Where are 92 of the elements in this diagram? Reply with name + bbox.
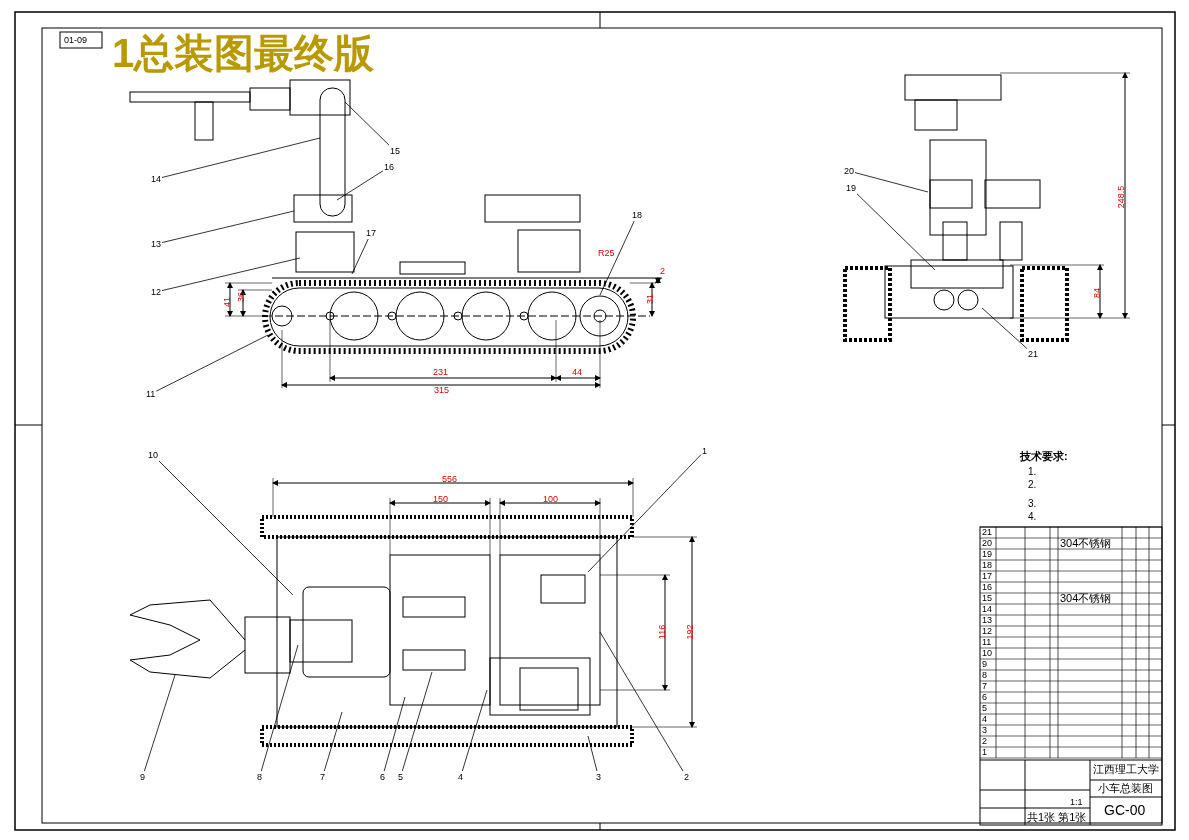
leader-line (323, 711, 343, 772)
table-cell: 3 (982, 725, 987, 736)
table-cell: 5 (982, 703, 987, 714)
callout-number: 7 (320, 772, 325, 782)
dimension-value: 31 (645, 294, 655, 304)
leader-line (587, 454, 702, 573)
leader-line (161, 257, 301, 291)
callout-number: 18 (632, 210, 642, 220)
dimension-value: 192 (684, 624, 695, 640)
callout-number: 8 (257, 772, 262, 782)
leader-line (155, 334, 269, 392)
scale-value: 1:1 (1070, 797, 1083, 807)
dimension-value: 150 (433, 494, 449, 504)
leader-line (587, 735, 598, 772)
callout-number: 4 (458, 772, 463, 782)
drawing-number: 01-09 (64, 35, 88, 45)
callout-number: 21 (1028, 349, 1038, 359)
table-cell: 19 (982, 549, 992, 560)
table-cell: 304不锈钢 (1060, 538, 1112, 549)
leader-line (461, 689, 488, 772)
note-number: 4. (1028, 511, 1037, 522)
leader-line (161, 210, 295, 243)
leader-line (351, 238, 369, 275)
dimension-value: 2 (660, 266, 665, 276)
table-cell: 21 (982, 527, 992, 538)
leader-line (854, 172, 929, 193)
table-cell: 17 (982, 571, 992, 582)
table-cell: 4 (982, 714, 987, 725)
leader-line (161, 137, 321, 178)
leader-line (599, 220, 635, 296)
leader-line (144, 674, 176, 772)
table-cell: 9 (982, 659, 987, 670)
sheet-count: 共1张 第1张 (1027, 812, 1087, 823)
leader-line (981, 307, 1028, 349)
callout-number: 15 (390, 146, 400, 156)
leader-line (336, 170, 384, 201)
callout-number: 9 (140, 772, 145, 782)
callout-number: 2 (684, 772, 689, 782)
note-number: 3. (1028, 498, 1037, 509)
dimension-value: 248.5 (1116, 185, 1127, 209)
table-cell: 13 (982, 615, 992, 626)
note-number: 2. (1028, 479, 1037, 490)
school-name: 江西理工大学 (1093, 764, 1159, 775)
leader-line (599, 631, 684, 772)
table-cell: 11 (982, 637, 992, 648)
leader-line (856, 193, 936, 271)
drawing-name: 小车总装图 (1098, 783, 1153, 794)
callout-number: 12 (151, 287, 161, 297)
callout-number: 17 (366, 228, 376, 238)
drawing-code: GC-00 (1104, 802, 1146, 818)
dimension-value: R25 (598, 248, 615, 258)
callout-number: 16 (384, 162, 394, 172)
callout-number: 3 (596, 772, 601, 782)
dimension-value: 84 (1092, 288, 1102, 298)
leader-line (383, 696, 406, 772)
table-cell: 8 (982, 670, 987, 681)
table-cell: 20 (982, 538, 992, 549)
dimension-value: 556 (442, 474, 458, 484)
callout-number: 19 (846, 183, 856, 193)
table-cell: 14 (982, 604, 992, 615)
dimension-value: 36 (236, 292, 246, 302)
table-cell: 12 (982, 626, 992, 637)
table-cell: 15 (982, 593, 992, 604)
table-cell: 2 (982, 736, 987, 747)
dimension-value: 116 (657, 624, 668, 640)
dimension-value: 231 (433, 367, 449, 377)
note-number: 1. (1028, 466, 1037, 477)
table-cell: 6 (982, 692, 987, 703)
dimension-value: 41 (222, 297, 232, 307)
drawing-title: 1总装图最终版 (112, 31, 375, 75)
callout-number: 20 (844, 166, 854, 176)
table-cell: 1 (982, 747, 987, 758)
leader-line (344, 101, 390, 146)
callout-number: 13 (151, 239, 161, 249)
table-cell: 16 (982, 582, 992, 593)
table-cell: 10 (982, 648, 992, 659)
table-cell: 18 (982, 560, 992, 571)
dimension-value: 315 (434, 385, 450, 395)
dimension-value: 100 (543, 494, 559, 504)
callout-number: 6 (380, 772, 385, 782)
callout-number: 1 (702, 446, 707, 456)
table-cell: 7 (982, 681, 987, 692)
callout-number: 11 (146, 389, 156, 399)
dimension-value: 44 (572, 367, 582, 377)
leader-line (260, 644, 299, 772)
leader-line (158, 460, 294, 596)
callout-number: 14 (151, 174, 161, 184)
leader-line (401, 671, 433, 772)
notes-heading: 技术要求: (1020, 450, 1068, 462)
callout-number: 10 (148, 450, 158, 460)
callout-number: 5 (398, 772, 403, 782)
table-cell: 304不锈钢 (1060, 593, 1112, 604)
